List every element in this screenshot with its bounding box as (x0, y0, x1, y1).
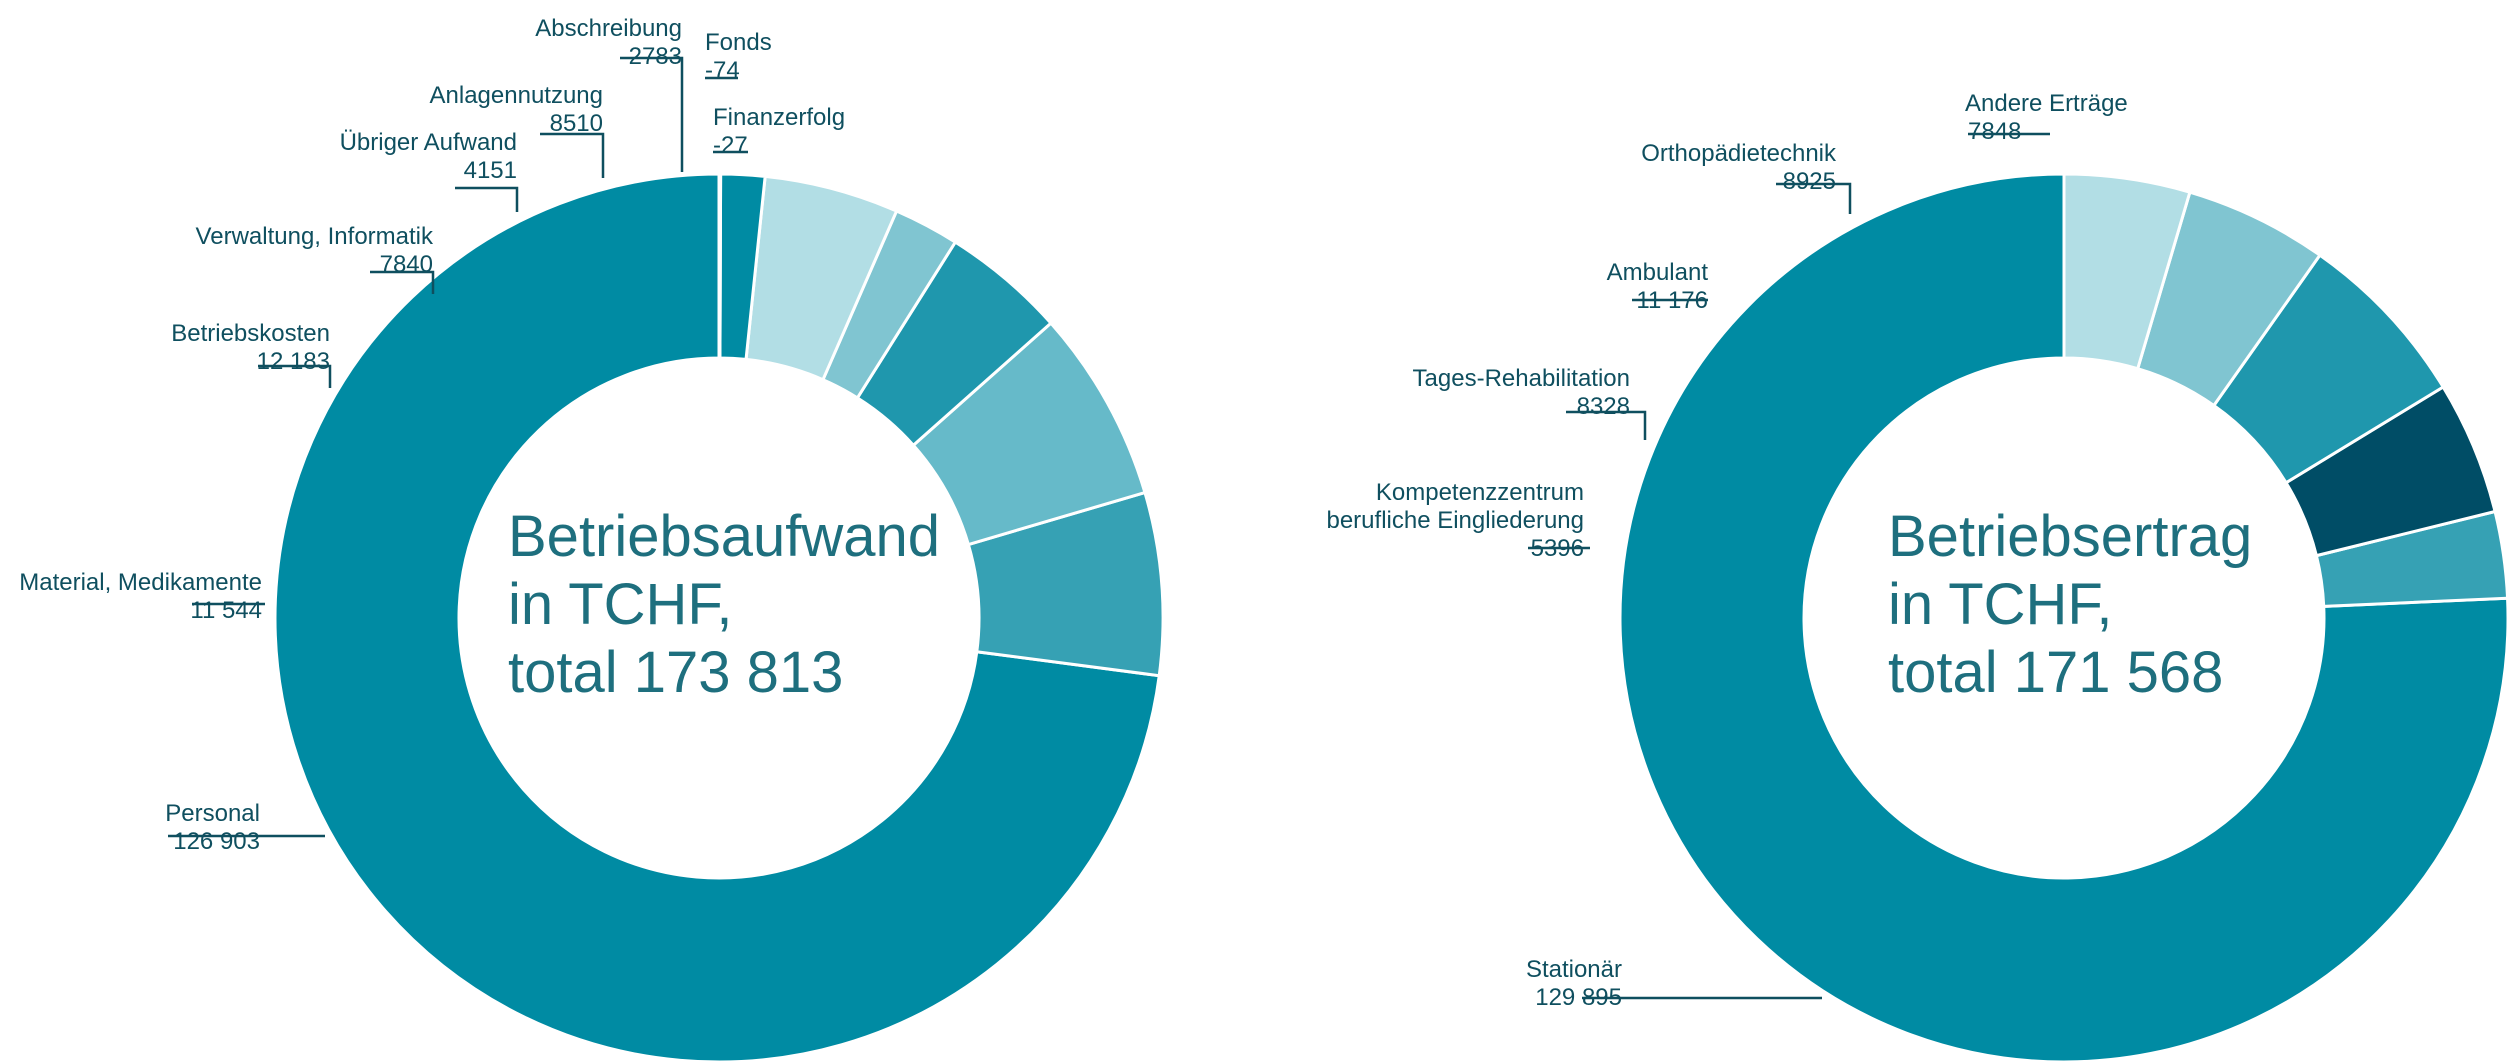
center-title-line-1: Betriebsertrag (1888, 504, 2252, 569)
value-orthopadietechnik: 8925 (1783, 168, 1836, 195)
value-personal: 126 903 (173, 828, 260, 855)
label-personal: Personal (165, 800, 260, 827)
slice-verwaltung-informatik (855, 240, 1054, 448)
center-title-line-1: Betriebsaufwand (508, 504, 940, 569)
center-title-line-3: total 171 568 (1888, 640, 2223, 705)
value-fonds: -74 (705, 57, 740, 84)
leader-line-anlagennutzung (540, 132, 605, 178)
center-title-line-2: in TCHF, (1888, 572, 2113, 637)
label-ambulant: Ambulant (1607, 259, 1709, 286)
slice-anlagennutzung (744, 174, 899, 382)
slice-stationar (1618, 172, 2507, 1061)
slice-personal (273, 172, 1161, 1061)
slice-ambulant (2211, 253, 2446, 485)
leader-line-ubriger-aufwand (455, 186, 519, 212)
label-abschreibung: Abschreibung (535, 15, 682, 42)
label-stationar: Stationär (1526, 956, 1622, 983)
label-kompetenzzentrum-berufliche-eingliederung-line2: berufliche Eingliederung (1326, 507, 1584, 534)
leader-line-betriebskosten (258, 364, 332, 388)
value-ubriger-aufwand: 4151 (464, 157, 517, 184)
value-tages-rehabilitation: 8328 (1577, 393, 1630, 420)
label-andere-ertrage: Andere Erträge (1965, 90, 2128, 117)
center-title-line-2: in TCHF, (508, 572, 733, 637)
label-orthopadietechnik: Orthopädietechnik (1641, 140, 1837, 167)
value-verwaltung-informatik: 7840 (380, 251, 433, 278)
slice-abschreibung (718, 172, 767, 362)
label-verwaltung-informatik: Verwaltung, Informatik (196, 223, 434, 250)
slice-orthopadietechnik (2135, 190, 2322, 408)
leader-line-orthopadietechnik (1776, 182, 1852, 214)
center-title-line-3: total 173 813 (508, 640, 843, 705)
value-anlagennutzung: 8510 (550, 110, 603, 137)
label-betriebskosten: Betriebskosten (171, 320, 330, 347)
label-fonds: Fonds (705, 29, 772, 56)
value-finanzerfolg: -27 (713, 132, 748, 159)
value-material-medikamente: 11 544 (190, 597, 262, 624)
slice-kompetenzzentrum-berufliche-eingliederung (2314, 509, 2507, 608)
value-abschreibung: 2783 (629, 43, 682, 70)
value-betriebskosten: 12 183 (257, 348, 330, 375)
label-kompetenzzentrum-berufliche-eingliederung-line1: Kompetenzzentrum (1376, 479, 1584, 506)
label-finanzerfolg: Finanzerfolg (713, 104, 845, 131)
value-andere-ertrage: 7848 (1968, 118, 2021, 145)
label-tages-rehabilitation: Tages-Rehabilitation (1413, 365, 1630, 392)
leader-line-tages-rehabilitation (1566, 410, 1647, 440)
slice-ubriger-aufwand (820, 209, 958, 400)
label-ubriger-aufwand: Übriger Aufwand (340, 129, 517, 156)
label-material-medikamente: Material, Medikamente (19, 569, 262, 596)
slice-tages-rehabilitation (2283, 384, 2497, 558)
slice-andere-ertrage (2062, 172, 2192, 371)
leader-line-abschreibung (620, 56, 684, 172)
slice-betriebskosten (911, 320, 1147, 547)
leader-line-verwaltung-informatik (370, 270, 435, 294)
slice-material-medikamente (966, 490, 1165, 678)
label-anlagennutzung: Anlagennutzung (430, 82, 603, 109)
